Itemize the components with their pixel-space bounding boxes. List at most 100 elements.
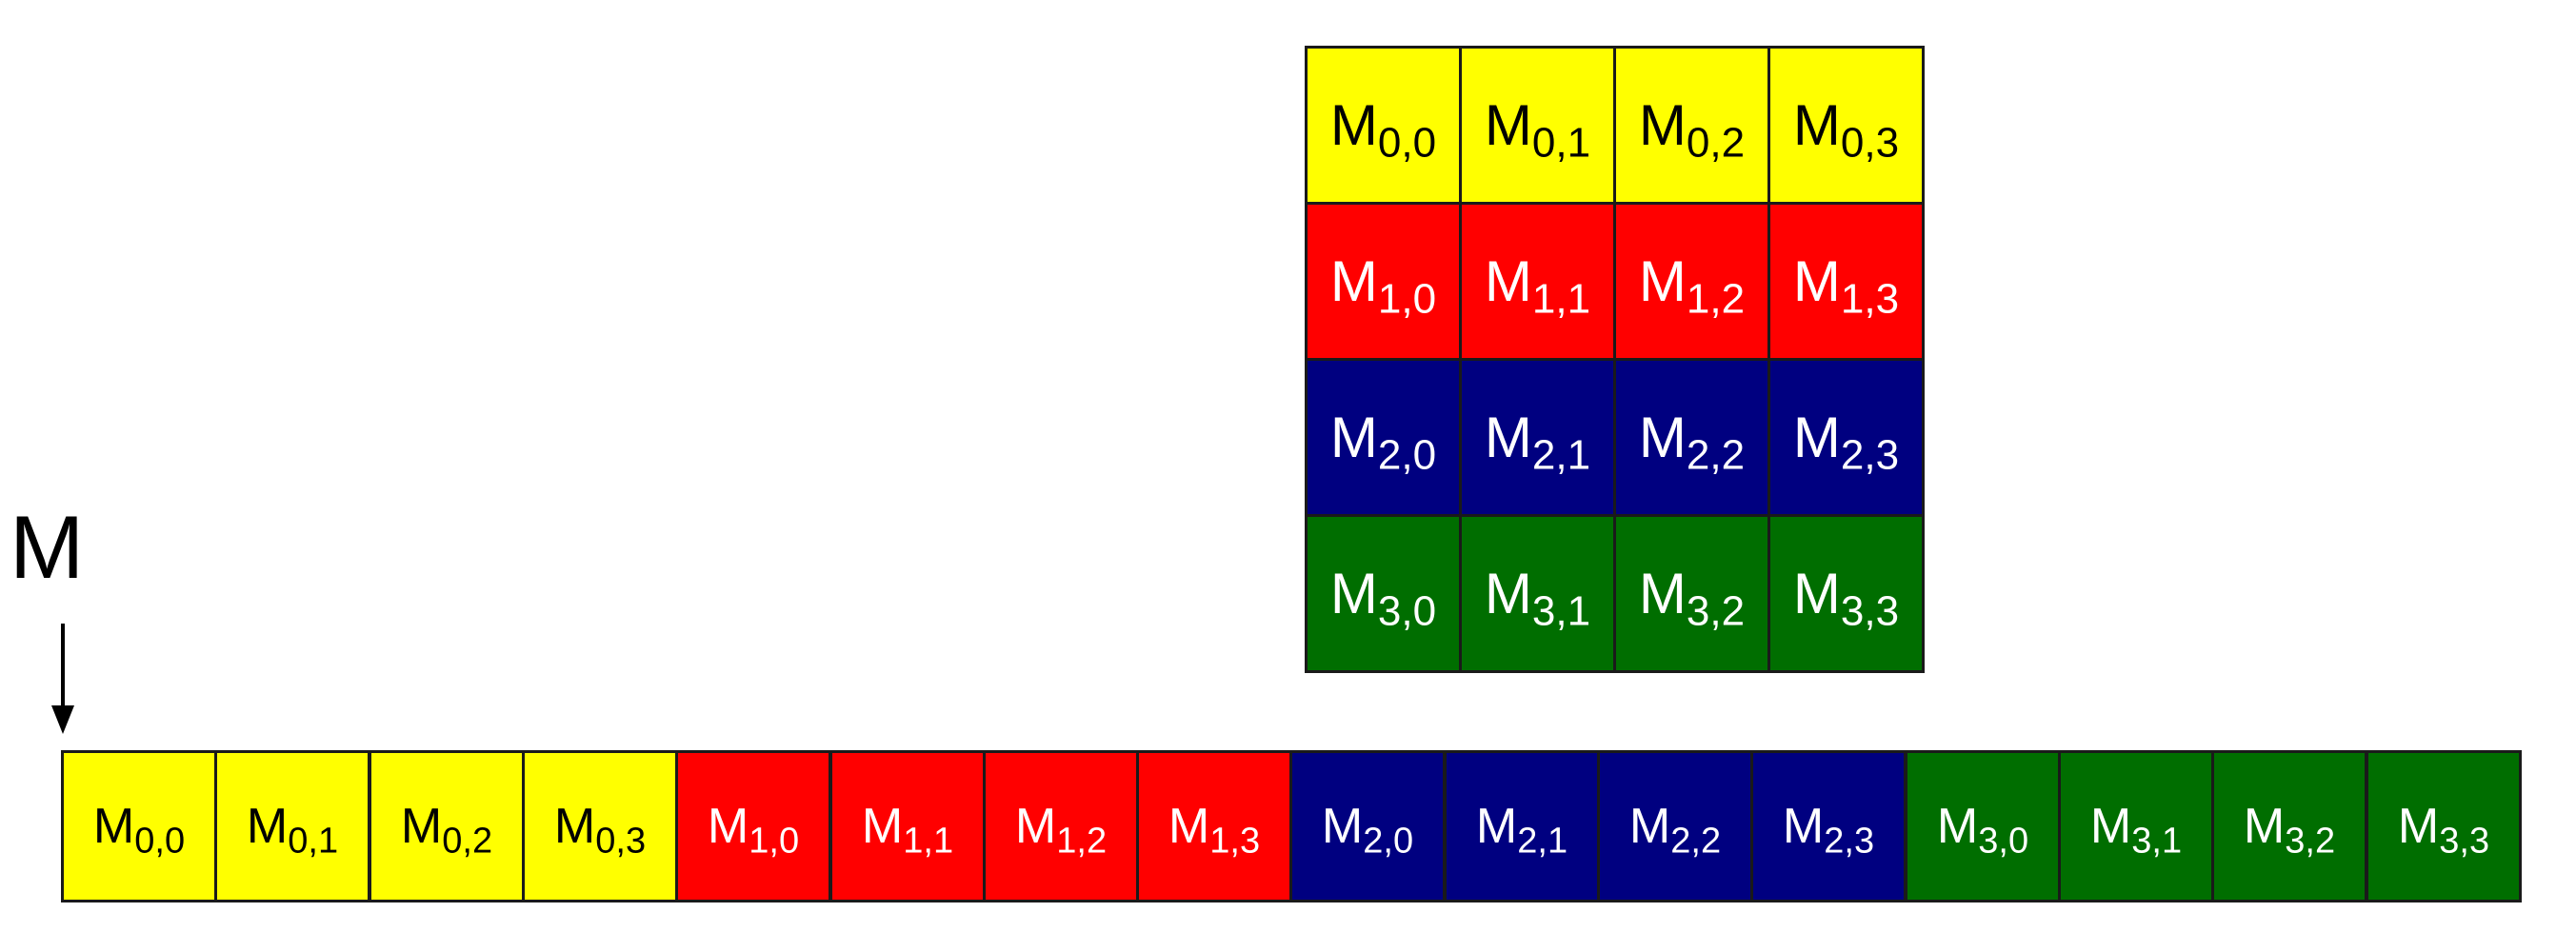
cell-index: 0,2 <box>1686 119 1746 167</box>
matrix-cell: M1,3 <box>1767 202 1925 361</box>
cell-symbol: M <box>1329 406 1378 469</box>
cell-symbol: M <box>1168 799 1210 854</box>
cell-index: 3,3 <box>1840 587 1900 635</box>
cell-index: 3,1 <box>1531 587 1591 635</box>
matrix-cell: M3,3 <box>1767 514 1925 673</box>
matrix-cell: M2,3 <box>1767 358 1925 517</box>
cell-index: 0,1 <box>288 821 339 862</box>
cell-index: 3,3 <box>2439 821 2490 862</box>
cell-symbol: M <box>861 799 904 854</box>
linear-cell: M0,3 <box>522 750 678 902</box>
cell-symbol: M <box>1792 406 1841 469</box>
cell-label: M2,2 <box>1628 798 1721 860</box>
cell-label: M2,0 <box>1322 798 1413 860</box>
cell-label: M2,1 <box>1475 798 1568 860</box>
linear-cell: M2,2 <box>1597 750 1753 902</box>
cell-symbol: M <box>2089 799 2132 854</box>
cell-index: 3,0 <box>1377 587 1437 635</box>
cell-index: 1,3 <box>1840 275 1900 323</box>
cell-symbol: M <box>1782 799 1825 854</box>
cell-label: M3,0 <box>1936 798 2028 860</box>
matrix-cell: M3,1 <box>1459 514 1616 673</box>
cell-index: 3,0 <box>1978 821 2029 862</box>
linear-cell: M2,0 <box>1289 750 1446 902</box>
cell-symbol: M <box>92 799 135 854</box>
cell-symbol: M <box>1638 93 1687 157</box>
cell-index: 3,2 <box>2285 821 2336 862</box>
matrix-cell: M3,0 <box>1305 514 1462 673</box>
cell-index: 0,1 <box>1531 119 1591 167</box>
cell-symbol: M <box>553 799 596 854</box>
cell-index: 0,0 <box>134 821 186 862</box>
cell-symbol: M <box>1329 249 1378 313</box>
cell-index: 1,0 <box>1377 275 1437 323</box>
matrix-cell: M2,2 <box>1613 358 1770 517</box>
linear-cell: M3,1 <box>2058 750 2214 902</box>
cell-label: M2,3 <box>1782 798 1874 860</box>
cell-label: M1,0 <box>1329 248 1436 320</box>
cell-symbol: M <box>2243 799 2286 854</box>
cell-index: 2,3 <box>1824 821 1875 862</box>
cell-label: M1,2 <box>1014 798 1107 860</box>
cell-label: M0,0 <box>92 798 185 860</box>
cell-label: M2,2 <box>1638 405 1745 476</box>
cell-index: 0,3 <box>1840 119 1900 167</box>
cell-label: M0,3 <box>553 798 646 860</box>
cell-label: M0,2 <box>400 798 492 860</box>
matrix-cell: M1,0 <box>1305 202 1462 361</box>
linear-cell: M3,3 <box>2366 750 2522 902</box>
matrix-cell: M2,1 <box>1459 358 1616 517</box>
cell-label: M1,1 <box>1484 248 1590 320</box>
linear-cell: M1,1 <box>829 750 986 902</box>
cell-symbol: M <box>246 799 289 854</box>
cell-label: M0,3 <box>1793 92 1899 164</box>
cell-index: 1,2 <box>1686 275 1746 323</box>
cell-label: M3,0 <box>1329 561 1436 632</box>
cell-label: M3,1 <box>1484 561 1590 632</box>
cell-index: 2,1 <box>1531 431 1591 479</box>
matrix-cell: M0,1 <box>1459 46 1616 205</box>
linear-cell: M1,2 <box>983 750 1139 902</box>
cell-symbol: M <box>1936 799 1979 854</box>
cell-label: M0,1 <box>246 798 338 860</box>
cell-symbol: M <box>1792 249 1841 313</box>
matrix-cell: M1,1 <box>1459 202 1616 361</box>
cell-symbol: M <box>1628 799 1671 854</box>
cell-symbol: M <box>1014 799 1057 854</box>
cell-symbol: M <box>2397 799 2440 854</box>
cell-symbol: M <box>1792 562 1841 625</box>
cell-label: M1,2 <box>1638 248 1745 320</box>
cell-index: 1,3 <box>1209 821 1261 862</box>
cell-label: M3,3 <box>2397 798 2489 860</box>
cell-label: M1,3 <box>1168 798 1260 860</box>
cell-label: M1,1 <box>861 798 953 860</box>
linear-cell: M1,3 <box>1136 750 1292 902</box>
cell-label: M0,1 <box>1484 92 1590 164</box>
matrix-cell: M2,0 <box>1305 358 1462 517</box>
linear-cell: M0,0 <box>61 750 217 902</box>
linear-cell: M1,0 <box>675 750 831 902</box>
cell-index: 2,0 <box>1363 821 1414 862</box>
cell-symbol: M <box>1638 562 1687 625</box>
matrix-cell: M0,2 <box>1613 46 1770 205</box>
cell-symbol: M <box>1484 406 1532 469</box>
cell-index: 3,1 <box>2131 821 2183 862</box>
cell-symbol: M <box>400 799 443 854</box>
cell-symbol: M <box>1484 562 1532 625</box>
cell-label: M3,1 <box>2089 798 2182 860</box>
cell-symbol: M <box>1484 249 1532 313</box>
cell-symbol: M <box>1638 406 1687 469</box>
cell-index: 2,2 <box>1686 431 1746 479</box>
cell-symbol: M <box>1484 93 1532 157</box>
cell-index: 2,0 <box>1377 431 1437 479</box>
cell-symbol: M <box>707 799 749 854</box>
cell-index: 0,3 <box>595 821 647 862</box>
cell-symbol: M <box>1329 562 1378 625</box>
cell-symbol: M <box>1475 799 1518 854</box>
cell-index: 2,2 <box>1670 821 1722 862</box>
matrix-cell: M3,2 <box>1613 514 1770 673</box>
cell-symbol: M <box>1638 249 1687 313</box>
cell-index: 2,1 <box>1517 821 1568 862</box>
cell-index: 1,2 <box>1056 821 1108 862</box>
cell-index: 2,3 <box>1840 431 1900 479</box>
